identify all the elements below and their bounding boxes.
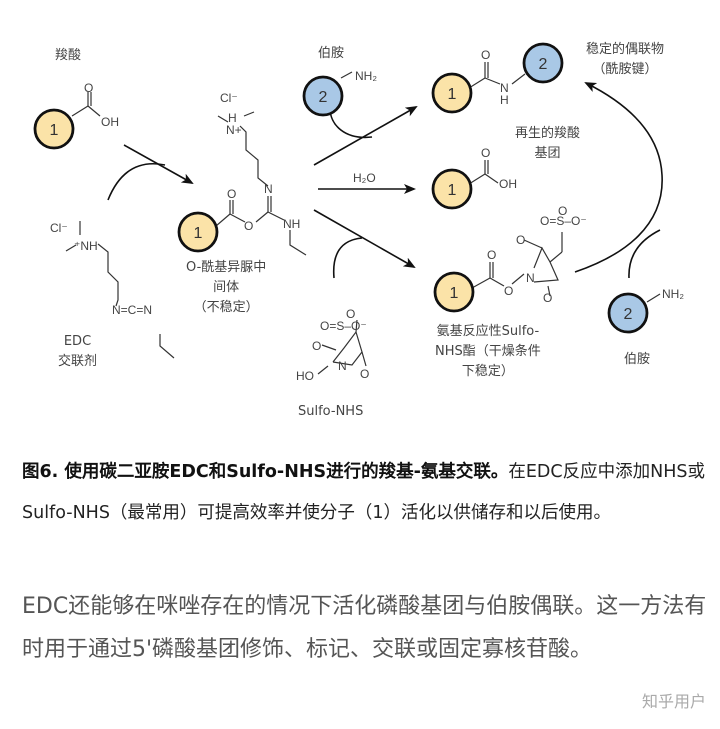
- svg-text:O: O: [516, 233, 525, 247]
- body-paragraph: EDC还能够在咪唑存在的情况下活化磷酸基团与伯胺偶联。这一方法有时用于通过5'磷…: [22, 594, 707, 662]
- svg-text:H: H: [228, 111, 237, 125]
- label-regenerated-carboxyl: 再生的羧酸 基团: [515, 126, 581, 161]
- svg-text:2: 2: [539, 56, 548, 73]
- svg-text:NH₂: NH₂: [662, 287, 684, 301]
- svg-text:1: 1: [448, 182, 457, 199]
- svg-text:1: 1: [194, 225, 203, 242]
- svg-text:1: 1: [448, 86, 457, 103]
- svg-text:2: 2: [624, 306, 633, 323]
- svg-text:Cl⁻: Cl⁻: [50, 221, 68, 235]
- label-sulfo-nhs: Sulfo-NHS: [298, 404, 364, 419]
- label-edc-crosslinker: EDC 交联剂: [58, 334, 98, 369]
- svg-text:OH: OH: [101, 115, 119, 129]
- svg-text:NH₂: NH₂: [355, 69, 377, 83]
- svg-text:O: O: [487, 248, 496, 262]
- svg-text:O: O: [543, 291, 552, 305]
- svg-text:O: O: [84, 81, 93, 95]
- svg-text:O=S–O⁻: O=S–O⁻: [540, 214, 587, 228]
- svg-text:NH: NH: [283, 217, 300, 231]
- label-stable-conjugate: 稳定的偶联物 （酰胺键）: [586, 42, 665, 77]
- svg-text:O: O: [346, 307, 355, 321]
- svg-text:H: H: [500, 93, 509, 107]
- svg-text:O: O: [360, 367, 369, 381]
- svg-text:O: O: [481, 48, 490, 62]
- svg-text:2: 2: [319, 89, 328, 106]
- svg-text:N: N: [338, 359, 347, 373]
- figure-caption: 图6. 使用碳二亚胺EDC和Sulfo-NHS进行的羧基-氨基交联。在EDC反应…: [22, 452, 712, 534]
- svg-text:HO: HO: [296, 369, 314, 383]
- label-sulfo-nhs-ester: 氨基反应性Sulfo- NHS酯（干燥条件 下稳定）: [435, 324, 541, 379]
- label-primary-amine-top: 伯胺: [318, 46, 345, 61]
- reaction-diagram: 112 121 12 OOH Cl⁻HN+ NOO NH Cl⁻⁺NH N=C=…: [33, 42, 684, 383]
- svg-text:O: O: [504, 284, 513, 298]
- svg-text:N: N: [500, 81, 509, 95]
- watermark: 知乎用户: [641, 692, 706, 711]
- caption-text: 在EDC反应中添加NHS或Sulfo-NHS（最常用）可提高效率并使分子（1）活…: [22, 462, 705, 523]
- label-primary-amine-bottom: 伯胺: [624, 352, 651, 367]
- svg-text:⁺NH: ⁺NH: [74, 239, 98, 253]
- svg-text:O: O: [244, 219, 253, 233]
- svg-text:N+: N+: [226, 123, 242, 137]
- svg-text:N: N: [526, 271, 535, 285]
- svg-text:O: O: [558, 204, 567, 218]
- molecule-1-circle: [33, 108, 75, 150]
- svg-text:O: O: [481, 146, 490, 160]
- svg-text:N: N: [264, 182, 273, 196]
- svg-text:1: 1: [50, 122, 59, 139]
- label-carboxylic-acid: 羧酸: [55, 48, 82, 63]
- svg-text:O: O: [312, 339, 321, 353]
- svg-text:Cl⁻: Cl⁻: [220, 91, 238, 105]
- svg-text:H₂O: H₂O: [353, 171, 376, 185]
- svg-text:1: 1: [450, 285, 459, 302]
- svg-text:N=C=N: N=C=N: [112, 303, 152, 317]
- svg-text:O: O: [227, 187, 236, 201]
- label-o-acylisourea-intermediate: O-酰基异脲中 间体 （不稳定）: [186, 260, 267, 315]
- caption-title: 图6. 使用碳二亚胺EDC和Sulfo-NHS进行的羧基-氨基交联。: [22, 462, 509, 482]
- svg-text:O=S–O⁻: O=S–O⁻: [320, 319, 367, 333]
- svg-text:OH: OH: [499, 177, 517, 191]
